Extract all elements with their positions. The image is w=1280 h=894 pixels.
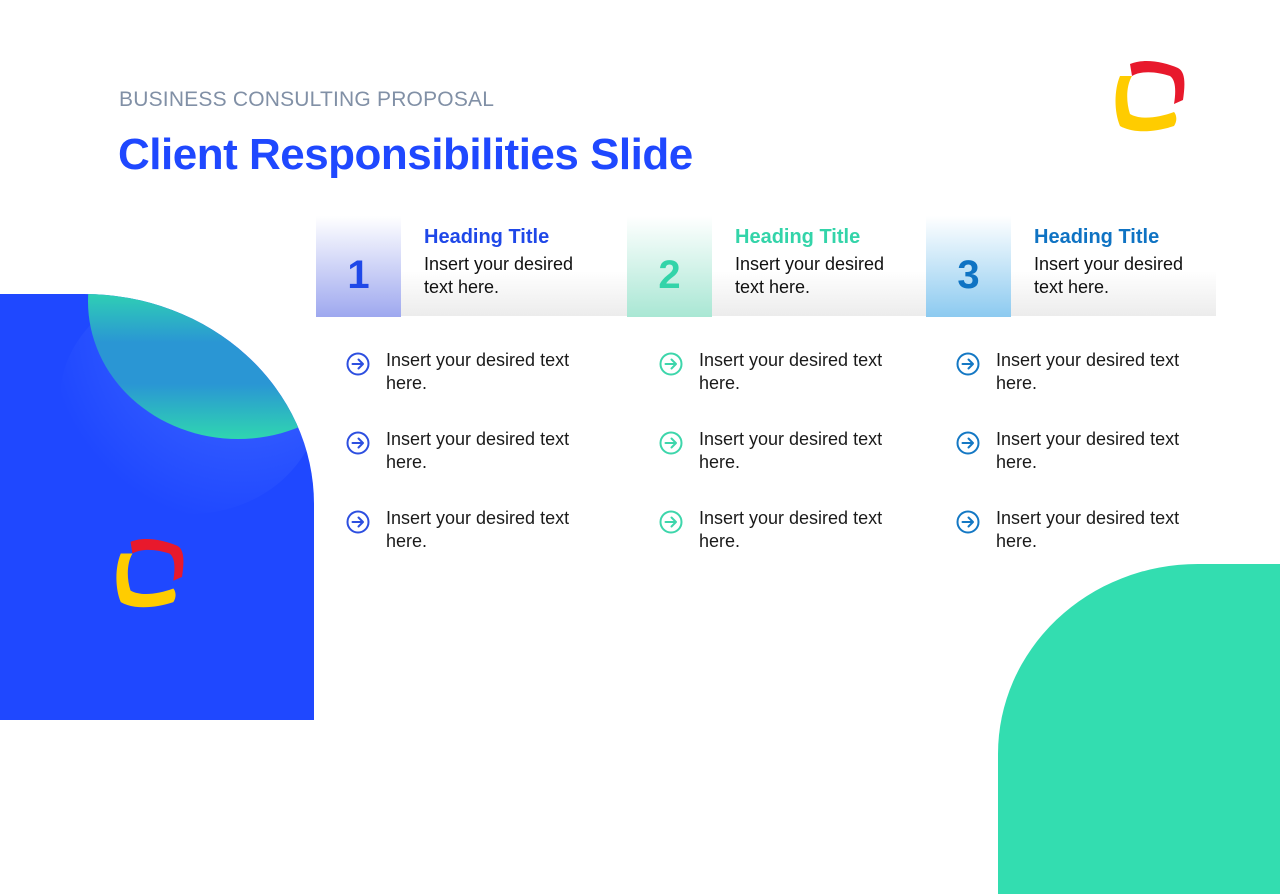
column-1-description: Insert your desired text here. bbox=[424, 254, 574, 297]
left-decorative-panel bbox=[0, 294, 314, 720]
column-1-heading: Heading Title bbox=[424, 226, 550, 248]
column-3-bullet: Insert your desired text here. bbox=[956, 428, 1186, 474]
column-2-bullet: Insert your desired text here. bbox=[659, 349, 889, 395]
slide-subtitle: BUSINESS CONSULTING PROPOSAL bbox=[119, 88, 495, 111]
arrow-circle-right-icon bbox=[956, 431, 980, 455]
column-1-number: 1 bbox=[316, 216, 401, 317]
bullet-text: Insert your desired text here. bbox=[699, 350, 883, 393]
column-1-bullet: Insert your desired text here. bbox=[346, 507, 576, 553]
bullet-text: Insert your desired text here. bbox=[386, 508, 570, 551]
bullet-text: Insert your desired text here. bbox=[996, 429, 1180, 472]
column-3-description: Insert your desired text here. bbox=[1034, 254, 1184, 297]
bullet-text: Insert your desired text here. bbox=[699, 508, 883, 551]
column-2-heading: Heading Title bbox=[735, 226, 861, 248]
column-3-header: Heading Title Insert your desired text h… bbox=[1034, 226, 1204, 299]
logo-icon bbox=[1115, 61, 1185, 132]
column-1-header: Heading Title Insert your desired text h… bbox=[424, 226, 594, 299]
arrow-circle-right-icon bbox=[659, 431, 683, 455]
arrow-circle-right-icon bbox=[659, 510, 683, 534]
column-2-description: Insert your desired text here. bbox=[735, 254, 885, 297]
arrow-circle-right-icon bbox=[956, 352, 980, 376]
column-2-bullet: Insert your desired text here. bbox=[659, 507, 889, 553]
column-2-bullet: Insert your desired text here. bbox=[659, 428, 889, 474]
bullet-text: Insert your desired text here. bbox=[386, 350, 570, 393]
column-2-header: Heading Title Insert your desired text h… bbox=[735, 226, 905, 299]
header-strip bbox=[316, 216, 1216, 316]
bullet-text: Insert your desired text here. bbox=[699, 429, 883, 472]
bullet-text: Insert your desired text here. bbox=[996, 350, 1180, 393]
column-2-number: 2 bbox=[627, 216, 712, 317]
column-1-bullet: Insert your desired text here. bbox=[346, 349, 576, 395]
arrow-circle-right-icon bbox=[956, 510, 980, 534]
column-1-bullet: Insert your desired text here. bbox=[346, 428, 576, 474]
bullet-text: Insert your desired text here. bbox=[996, 508, 1180, 551]
bullet-text: Insert your desired text here. bbox=[386, 429, 570, 472]
arrow-circle-right-icon bbox=[346, 431, 370, 455]
arrow-circle-right-icon bbox=[346, 510, 370, 534]
column-3-bullet: Insert your desired text here. bbox=[956, 349, 1186, 395]
logo-icon bbox=[116, 538, 184, 608]
slide-title: Client Responsibilities Slide bbox=[118, 130, 693, 179]
column-3-number: 3 bbox=[926, 216, 1011, 317]
arrow-circle-right-icon bbox=[659, 352, 683, 376]
column-3-bullet: Insert your desired text here. bbox=[956, 507, 1186, 553]
teal-decorative-shape bbox=[998, 564, 1280, 894]
arrow-circle-right-icon bbox=[346, 352, 370, 376]
column-3-heading: Heading Title bbox=[1034, 226, 1160, 248]
